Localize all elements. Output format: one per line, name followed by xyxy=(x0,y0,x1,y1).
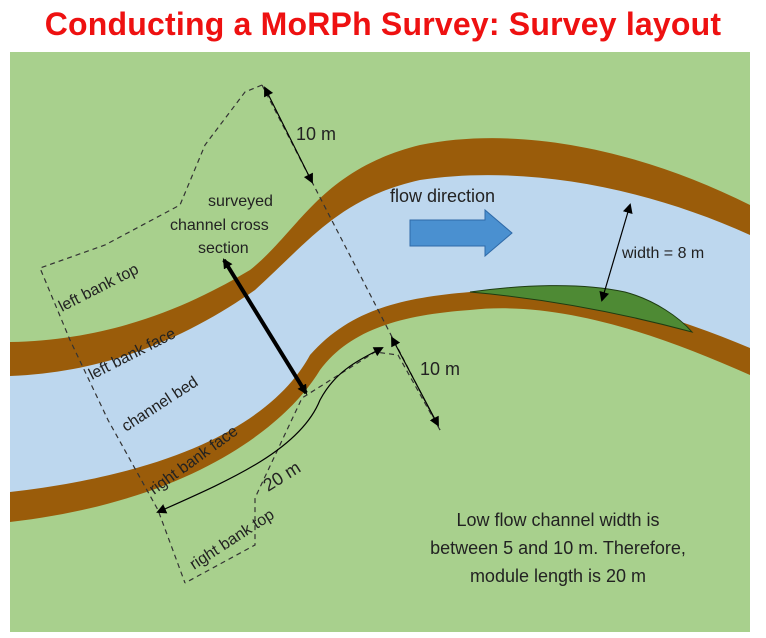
cross-section-label-1: surveyed xyxy=(208,193,273,210)
top-10m-label: 10 m xyxy=(296,124,336,144)
right-10m-arrow xyxy=(391,336,439,427)
flow-direction-label: flow direction xyxy=(390,186,495,206)
cross-section-label-3: section xyxy=(198,240,249,257)
width-label: width = 8 m xyxy=(621,245,704,262)
width-arrow xyxy=(599,203,633,302)
vegetated-bar xyxy=(469,285,694,333)
length-20m-arrow xyxy=(156,347,384,514)
note-line-1: Low flow channel width is xyxy=(456,510,659,530)
dimension-arrows xyxy=(156,86,633,514)
top-10m-arrow xyxy=(264,86,313,184)
cross-section-label-2: channel cross xyxy=(170,217,269,234)
flow-arrow xyxy=(409,208,513,258)
cross-section-line xyxy=(222,258,308,395)
right-10m-label: 10 m xyxy=(420,359,460,379)
note-line-3: module length is 20 m xyxy=(470,566,646,586)
page-title: Conducting a MoRPh Survey: Survey layout xyxy=(44,6,722,42)
note-line-2: between 5 and 10 m. Therefore, xyxy=(430,538,686,558)
